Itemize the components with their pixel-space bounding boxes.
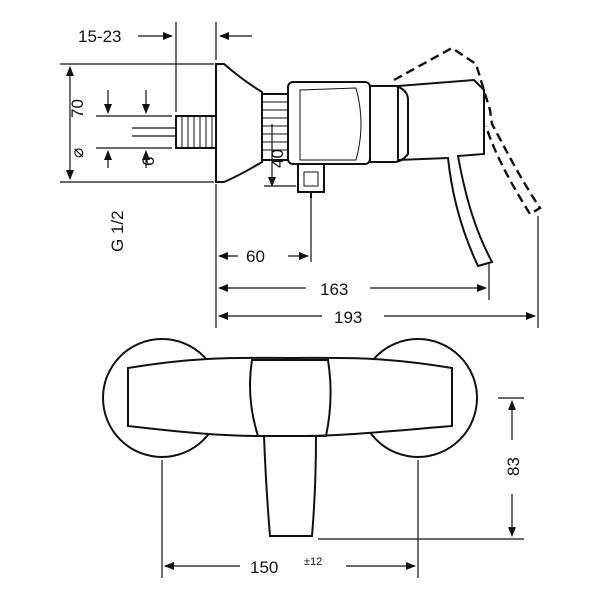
wall-flange <box>215 63 263 183</box>
lever-front <box>262 435 318 537</box>
dim-centre-60-label: 60 <box>246 247 265 266</box>
dim-depth-163-label: 163 <box>320 280 348 299</box>
cartridge-housing <box>369 85 409 163</box>
dim-outlet-40-label: 40 <box>268 149 287 168</box>
lever-open-position <box>393 46 542 216</box>
front-dimensions: 83 150 ±12 <box>161 397 524 578</box>
dim-height-83-label: 83 <box>504 457 523 476</box>
thread-inlet <box>175 115 217 149</box>
dim-depth-193-label: 193 <box>334 308 362 327</box>
shower-outlet <box>297 163 325 198</box>
dim-thread-label: G 1/2 <box>108 210 127 252</box>
mixer-front-body <box>127 356 453 437</box>
side-dimensions: 15-23 ⌀ 70 6 G 1/2 40 60 1 <box>60 22 539 328</box>
dim-projection-label: 15-23 <box>78 27 121 46</box>
dim-thread-depth-label: 6 <box>139 157 158 166</box>
side-view <box>175 46 542 268</box>
cartridge-front <box>249 359 332 437</box>
dim-tolerance-label: ±12 <box>304 556 322 568</box>
dim-diameter-symbol: ⌀ <box>68 148 87 158</box>
dim-height-70-label: 70 <box>68 99 87 118</box>
front-view <box>102 338 478 537</box>
dim-centres-150-label: 150 <box>250 558 278 577</box>
mixer-body <box>287 81 371 165</box>
lever-handle <box>397 78 494 268</box>
